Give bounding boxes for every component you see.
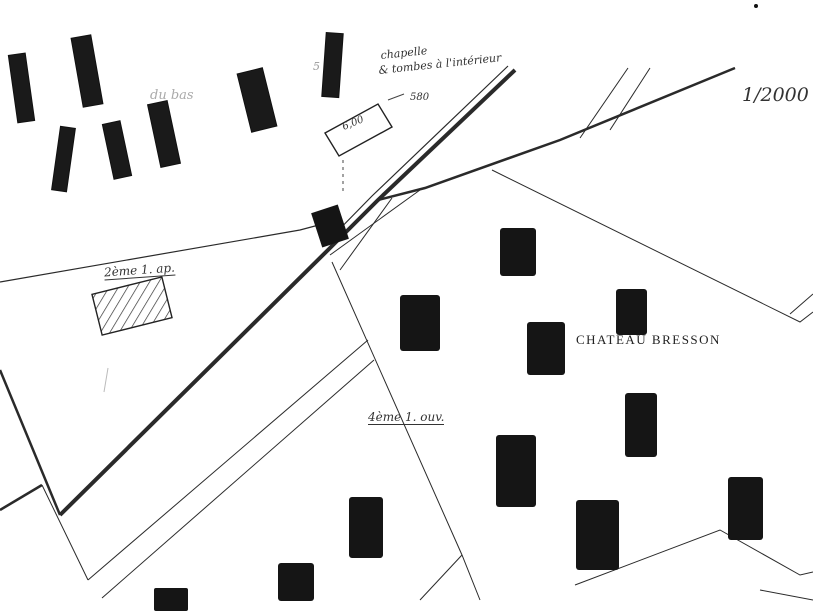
upper-buildings — [7, 31, 344, 193]
building — [496, 435, 536, 507]
building — [728, 477, 763, 540]
estate-label: CHATEAU BRESSON — [576, 332, 721, 347]
altitude-label: 580 — [410, 92, 430, 103]
building — [400, 295, 440, 351]
estate-buildings — [154, 228, 763, 611]
building — [154, 588, 188, 611]
pencil-mark — [103, 367, 109, 393]
building — [500, 228, 536, 276]
building — [236, 67, 278, 133]
building — [70, 34, 104, 108]
building — [101, 120, 133, 180]
chapel-outline — [324, 93, 405, 195]
faint-text-mid: 5 — [313, 60, 320, 73]
building — [527, 322, 565, 375]
building — [625, 393, 657, 457]
parcel-label-center: 4ème 1. ouv. — [368, 410, 445, 425]
faint-text-left: du bas — [150, 88, 194, 103]
building — [7, 52, 36, 124]
building — [616, 289, 647, 335]
building — [146, 100, 182, 168]
hatched-parcel — [91, 276, 173, 336]
junction-building — [311, 204, 349, 248]
parcel-boundaries — [0, 65, 813, 601]
scale-label: 1/2000 — [742, 84, 809, 106]
building — [51, 125, 76, 193]
ink-speck — [754, 4, 758, 8]
building — [321, 31, 344, 99]
building — [278, 563, 314, 601]
building — [576, 500, 619, 570]
building — [349, 497, 383, 558]
